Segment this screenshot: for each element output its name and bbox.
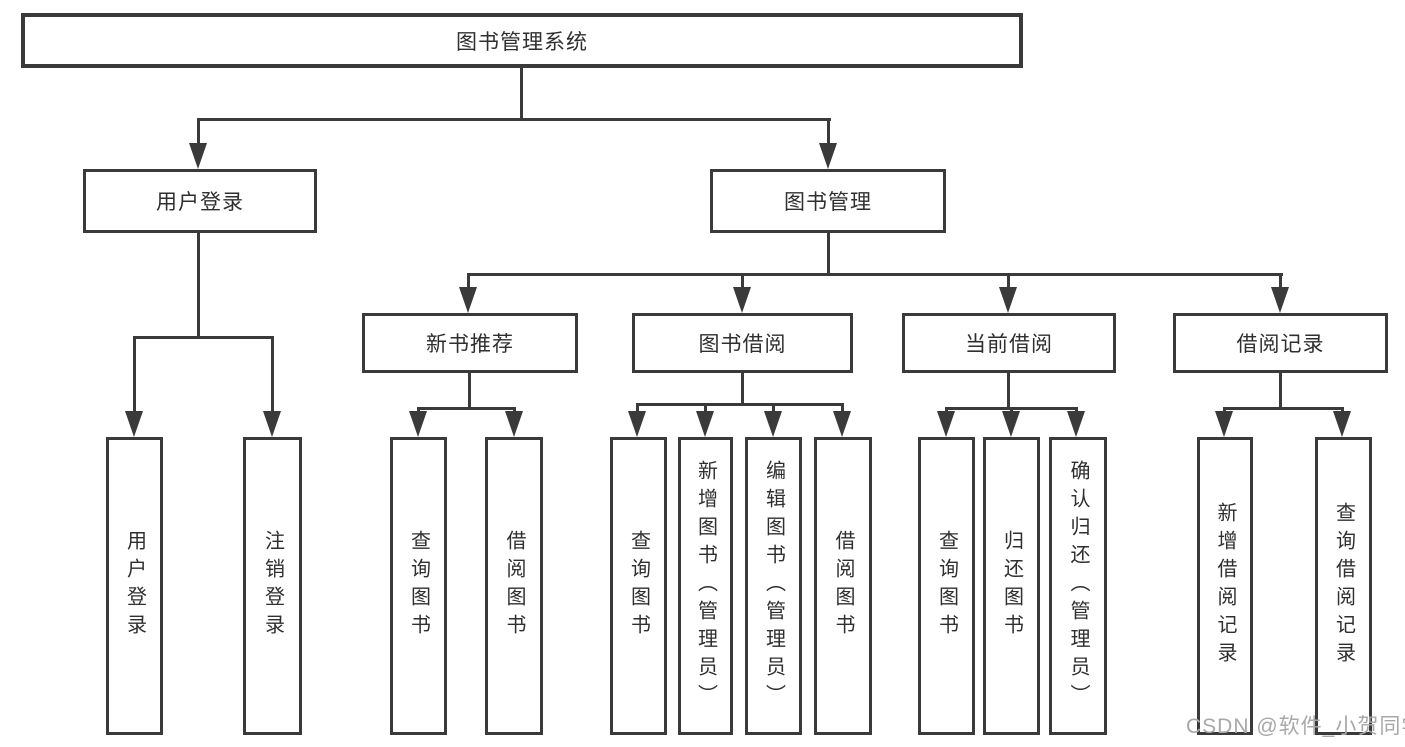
connector-line <box>741 273 744 291</box>
arrowhead-down-icon <box>1002 411 1020 437</box>
arrowhead-down-icon <box>189 143 207 169</box>
arrowhead-down-icon <box>1215 411 1233 437</box>
arrowhead-down-icon <box>696 411 714 437</box>
node-book-management: 图书管理 <box>710 169 946 233</box>
node-leaf-query-books-1: 查询图书 <box>390 437 447 735</box>
connector-line <box>520 68 523 120</box>
arrowhead-down-icon <box>999 287 1017 313</box>
arrowhead-down-icon <box>1333 411 1351 437</box>
node-library-system: 图书管理系统 <box>21 13 1023 68</box>
connector-line <box>827 118 830 148</box>
connector-line <box>133 336 274 339</box>
leaf-label: 新增图书（管理员） <box>694 460 717 712</box>
connector-line <box>841 403 844 415</box>
connector-line <box>1279 373 1282 409</box>
leaf-label: 编辑图书（管理员） <box>762 460 785 712</box>
arrowhead-down-icon <box>505 411 523 437</box>
connector-line <box>1279 273 1282 291</box>
leaf-label: 借阅图书 <box>503 530 525 642</box>
leaf-label: 用户登录 <box>123 530 146 642</box>
node-leaf-add-borrow-record: 新增借阅记录 <box>1197 437 1253 735</box>
node-leaf-edit-books-admin: 编辑图书（管理员） <box>745 437 802 735</box>
arrowhead-down-icon <box>125 411 143 437</box>
node-leaf-query-books-3: 查询图书 <box>918 437 975 735</box>
connector-line <box>197 233 200 338</box>
connector-line <box>772 403 775 415</box>
arrowhead-down-icon <box>819 143 837 169</box>
arrowhead-down-icon <box>1067 411 1085 437</box>
arrowhead-down-icon <box>833 411 851 437</box>
arrowhead-down-icon <box>263 411 281 437</box>
leaf-label: 查询借阅记录 <box>1332 502 1355 670</box>
node-leaf-borrow-books-1: 借阅图书 <box>485 437 543 735</box>
leaf-label: 新增借阅记录 <box>1214 502 1236 670</box>
arrowhead-down-icon <box>1271 287 1289 313</box>
arrowhead-down-icon <box>764 411 782 437</box>
connector-line <box>133 336 136 414</box>
connector-line <box>467 273 470 291</box>
leaf-label: 查询图书 <box>407 530 430 642</box>
arrowhead-down-icon <box>409 411 427 437</box>
connector-line <box>417 407 516 410</box>
connector-line <box>636 403 639 415</box>
connector-line <box>704 403 707 415</box>
leaf-label: 查询图书 <box>935 530 958 642</box>
arrowhead-down-icon <box>937 411 955 437</box>
leaf-label: 查询图书 <box>627 530 650 642</box>
connector-line <box>1007 273 1010 291</box>
node-leaf-return-books: 归还图书 <box>983 437 1040 735</box>
connector-line <box>467 273 1283 276</box>
arrowhead-down-icon <box>733 287 751 313</box>
leaf-label: 注销登录 <box>261 530 284 642</box>
connector-line <box>1007 373 1010 409</box>
node-borrowing-records: 借阅记录 <box>1173 313 1388 373</box>
connector-line <box>1223 407 1344 410</box>
node-leaf-logout: 注销登录 <box>243 437 302 735</box>
arrowhead-down-icon <box>628 411 646 437</box>
connector-line <box>197 118 200 148</box>
node-book-borrowing: 图书借阅 <box>632 313 853 373</box>
connector-line <box>636 403 844 406</box>
node-leaf-user-login: 用户登录 <box>106 437 163 735</box>
csdn-watermark: CSDN @软件_小贺同学 <box>1186 715 1405 738</box>
node-user-login: 用户登录 <box>83 169 317 233</box>
node-leaf-borrow-books-2: 借阅图书 <box>814 437 872 735</box>
connector-line <box>468 373 471 409</box>
leaf-label: 确认归还（管理员） <box>1067 460 1089 712</box>
connector-line <box>271 336 274 414</box>
node-leaf-confirm-return-admin: 确认归还（管理员） <box>1049 437 1107 735</box>
arrowhead-down-icon <box>459 287 477 313</box>
connector-line <box>827 233 830 276</box>
leaf-label: 归还图书 <box>1000 530 1023 642</box>
connector-line <box>741 373 744 405</box>
node-new-book-recommend: 新书推荐 <box>362 313 578 373</box>
leaf-label: 借阅图书 <box>832 530 854 642</box>
node-leaf-query-borrow-record: 查询借阅记录 <box>1315 437 1372 735</box>
node-leaf-query-books-2: 查询图书 <box>610 437 667 735</box>
node-leaf-add-books-admin: 新增图书（管理员） <box>678 437 733 735</box>
connector-line <box>197 118 831 121</box>
node-current-borrowing: 当前借阅 <box>902 313 1116 373</box>
